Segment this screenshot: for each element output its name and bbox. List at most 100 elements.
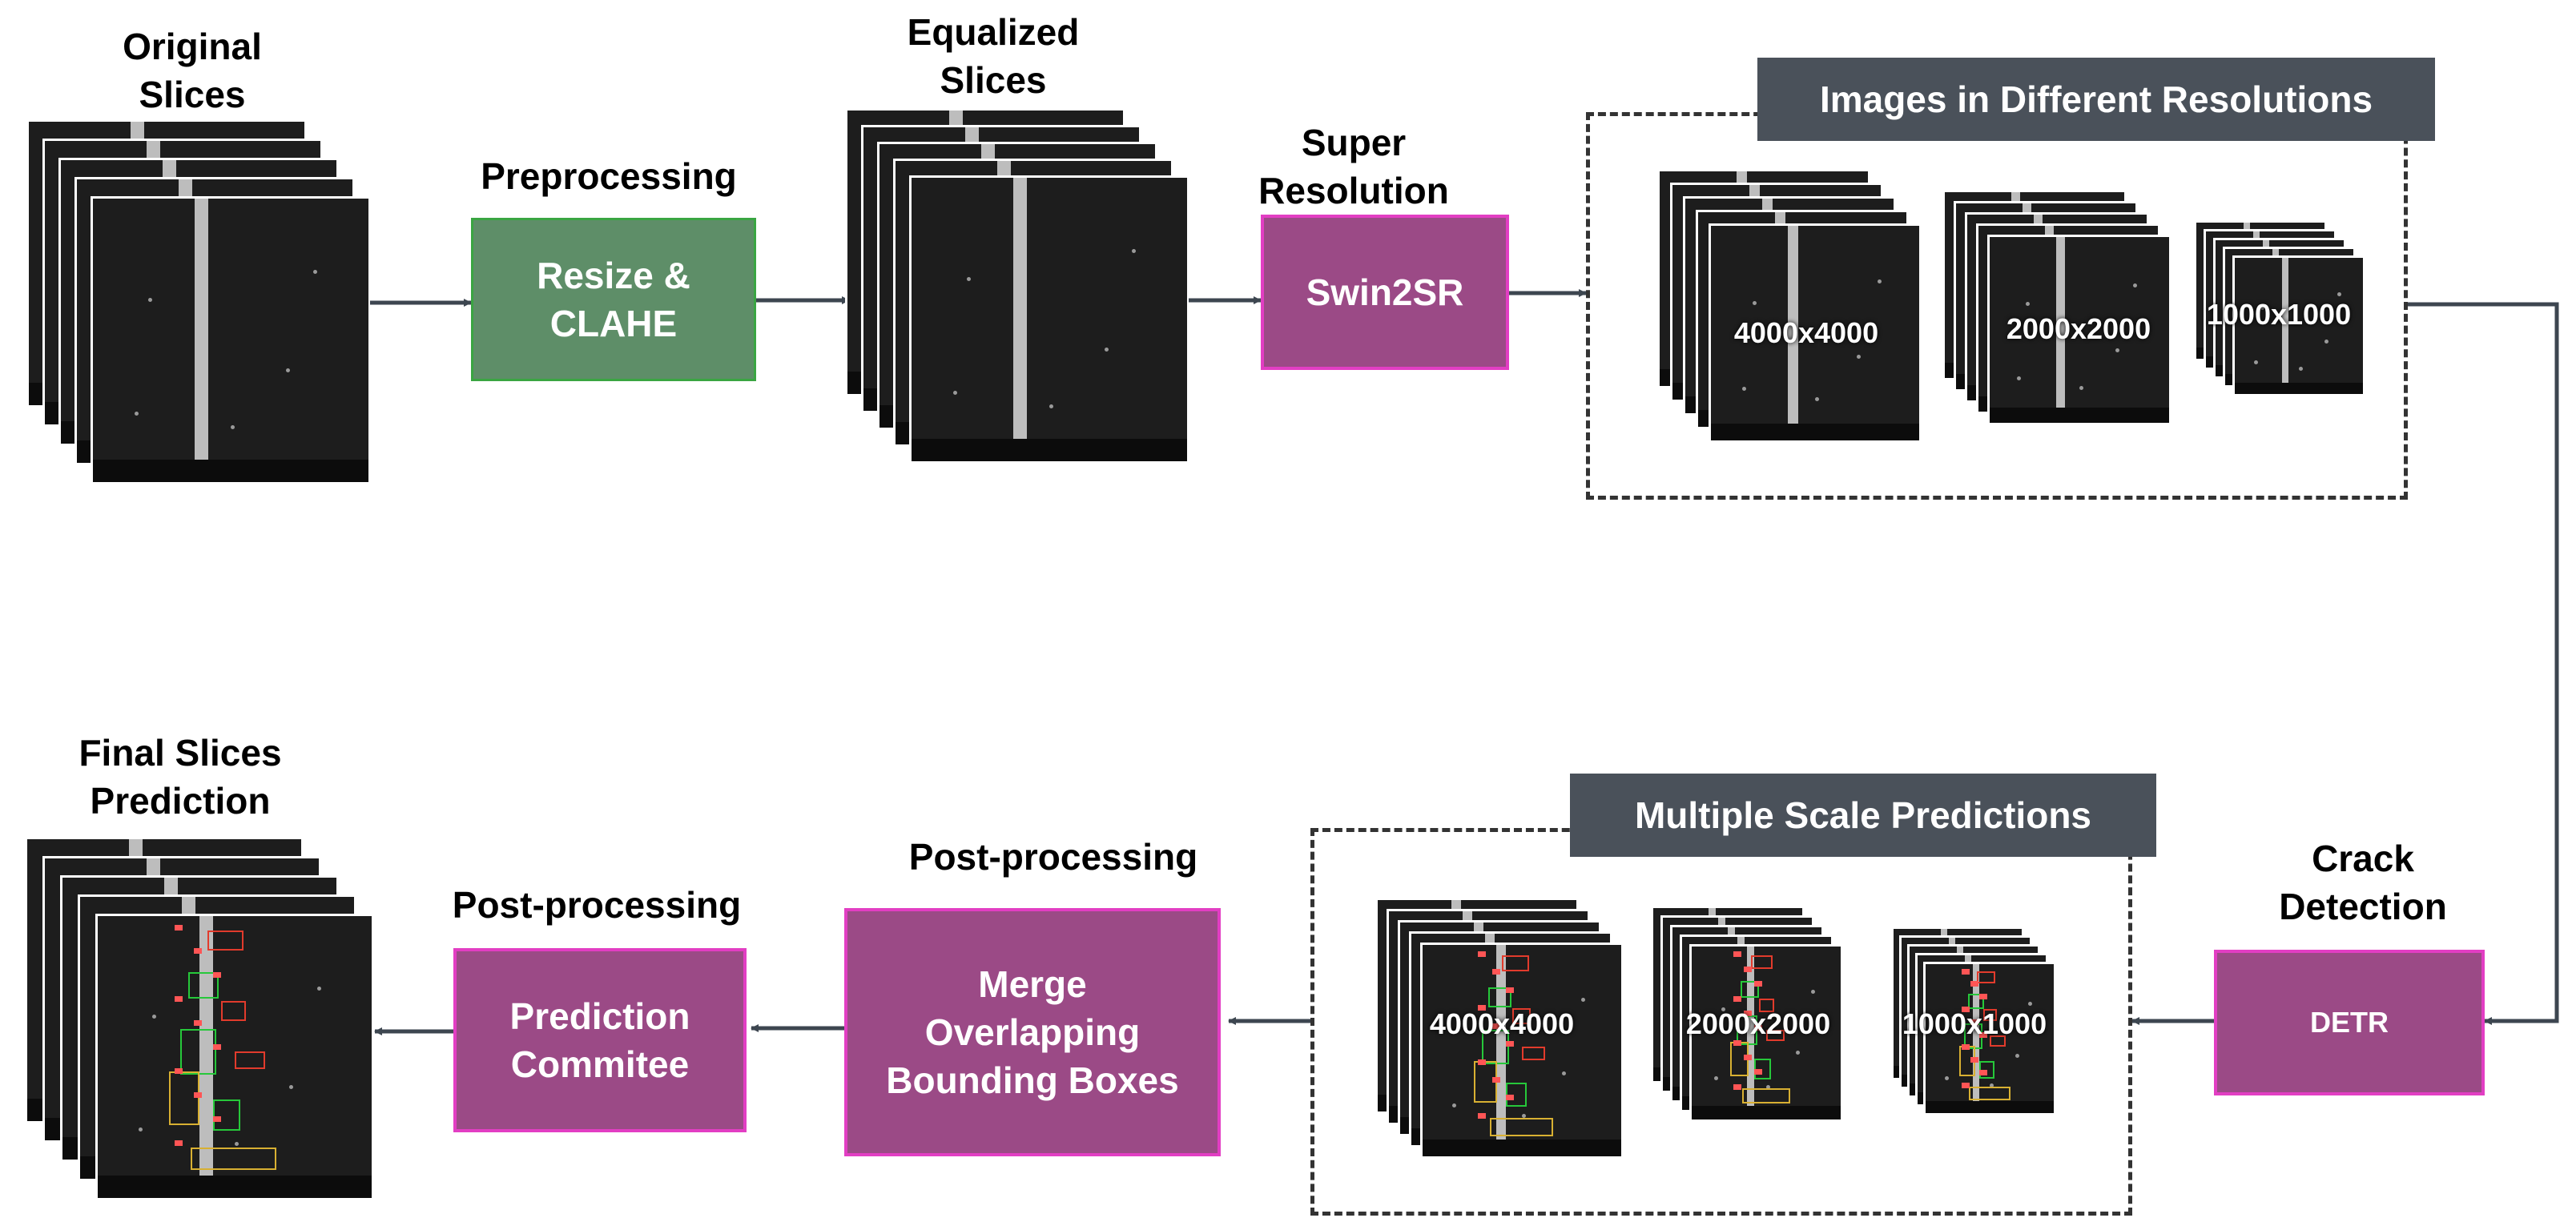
arrow-resolutions-to-detr — [2408, 302, 2559, 1025]
slice-base — [93, 459, 368, 482]
score-tag — [174, 924, 183, 931]
score-tag — [1754, 981, 1763, 987]
prediction-label-2000: 2000x2000 — [1685, 1007, 1831, 1040]
crack-line — [1973, 964, 1980, 1102]
speckle — [1990, 1083, 1994, 1087]
score-tag — [1979, 1070, 1988, 1076]
detection-box — [1522, 1046, 1545, 1060]
resolution-stack-1000-slice — [2235, 258, 2363, 394]
resolution-label-4000: 4000x4000 — [1733, 316, 1879, 349]
speckle — [966, 276, 971, 281]
score-tag — [174, 996, 183, 1003]
score-tag — [1478, 1005, 1487, 1011]
speckle — [2025, 302, 2030, 307]
post-processing-committee-label: Post-processing — [452, 884, 742, 926]
equalized-slices-stack-slice — [912, 178, 1187, 461]
prediction-label-4000: 4000x4000 — [1429, 1007, 1575, 1040]
score-tag — [193, 1092, 202, 1098]
speckle — [235, 1141, 239, 1146]
speckle — [134, 411, 139, 416]
slice-base — [98, 1175, 372, 1198]
speckle — [1561, 1071, 1566, 1076]
detection-box — [1983, 1008, 1997, 1021]
resize-clahe-box: Resize & CLAHE — [471, 218, 756, 381]
speckle — [1049, 404, 1053, 409]
original-slices-label: Original Slices — [123, 26, 262, 115]
detection-box — [1511, 1008, 1532, 1025]
score-tag — [1478, 1112, 1487, 1119]
crack-line — [1746, 947, 1755, 1106]
detection-box — [220, 1000, 247, 1021]
post-processing-merge-label: Post-processing — [908, 836, 1198, 878]
score-tag — [1961, 968, 1970, 975]
score-tag — [1744, 1010, 1753, 1016]
prediction-committee-box: Prediction Commitee — [453, 948, 747, 1132]
detection-box — [187, 972, 219, 999]
speckle — [289, 1085, 294, 1090]
crack-detection-label: Crack Detection — [2279, 838, 2447, 927]
predictions-header: Multiple Scale Predictions — [1570, 774, 2156, 857]
equalized-slices-label: Equalized Slices — [907, 11, 1080, 101]
score-tag — [212, 1115, 221, 1122]
speckle — [2016, 376, 2021, 380]
crack-line — [199, 916, 213, 1176]
score-tag — [1733, 1083, 1742, 1090]
detection-box — [1990, 1035, 2006, 1047]
speckle — [1810, 990, 1815, 994]
score-tag — [1733, 951, 1742, 958]
detection-box — [1967, 994, 1984, 1010]
score-tag — [1491, 1023, 1500, 1029]
prediction-stack-1000-slice — [1926, 964, 2054, 1113]
speckle — [1815, 397, 1819, 402]
score-tag — [1478, 951, 1487, 957]
speckle — [285, 368, 290, 373]
score-tag — [212, 1044, 221, 1051]
speckle — [1462, 1019, 1467, 1023]
super-resolution-label: Super Resolution — [1258, 122, 1449, 211]
detr-box: DETR — [2214, 950, 2485, 1095]
final-slices-prediction-label: Final Slices Prediction — [78, 732, 282, 822]
speckle — [1753, 300, 1757, 305]
prediction-stack-4000-slice — [1423, 945, 1621, 1156]
score-tag — [1754, 1025, 1763, 1031]
resolutions-header: Images in Different Resolutions — [1757, 58, 2435, 141]
slice-base — [2235, 383, 2363, 394]
score-tag — [193, 948, 202, 955]
score-tag — [1970, 981, 1978, 987]
crack-line — [2282, 258, 2289, 384]
score-tag — [1478, 1059, 1487, 1065]
detection-box — [179, 1028, 216, 1075]
speckle — [1581, 998, 1586, 1002]
detection-box — [1490, 1118, 1553, 1136]
detection-box — [168, 1071, 200, 1125]
score-tag — [193, 1020, 202, 1027]
score-tag — [1744, 1055, 1753, 1060]
speckle — [2079, 385, 2083, 390]
detection-box — [235, 1051, 266, 1069]
crack-line — [195, 199, 209, 460]
score-tag — [1961, 1082, 1970, 1088]
detection-box — [1502, 955, 1529, 972]
crack-line — [1013, 178, 1028, 439]
speckle — [313, 269, 318, 274]
speckle — [1796, 1050, 1801, 1055]
score-tag — [1961, 1007, 1970, 1012]
speckle — [2015, 1053, 2019, 1058]
score-tag — [1491, 1077, 1500, 1083]
score-tag — [1744, 966, 1753, 972]
speckle — [952, 390, 957, 395]
speckle — [2337, 291, 2341, 296]
preprocessing-label: Preprocessing — [481, 155, 737, 197]
detection-box — [1766, 1029, 1785, 1042]
resolution-stack-4000-slice — [1711, 226, 1919, 440]
detection-box — [1506, 1082, 1527, 1107]
speckle — [1452, 1103, 1457, 1107]
speckle — [1132, 248, 1137, 253]
score-tag — [1961, 1044, 1970, 1051]
slice-base — [1711, 423, 1919, 440]
detection-box — [191, 1147, 276, 1171]
speckle — [139, 1128, 143, 1132]
speckle — [152, 1015, 157, 1019]
score-tag — [174, 1140, 183, 1146]
